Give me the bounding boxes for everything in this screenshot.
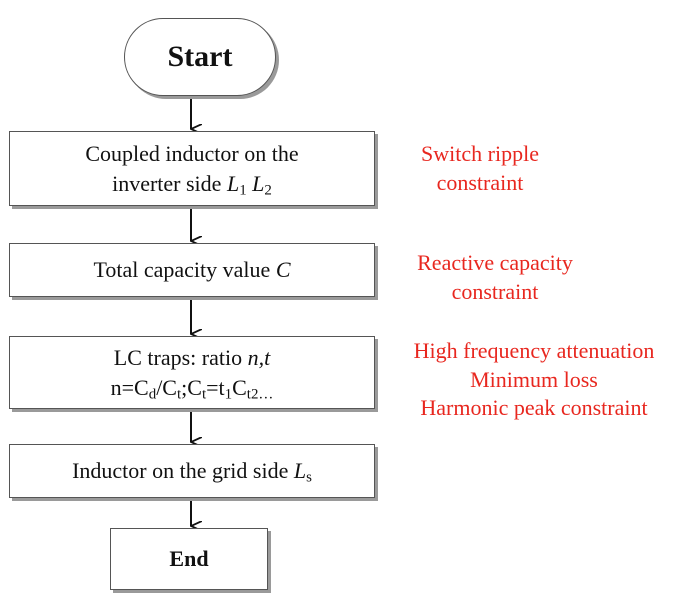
constraint-switch-ripple: Switch ripple constraint xyxy=(421,141,539,195)
end-label: End xyxy=(169,546,209,572)
step1-line1: Coupled inductor on the xyxy=(85,140,299,166)
step-coupled-inductor: Coupled inductor on the inverter side L1… xyxy=(9,131,375,206)
start-label: Start xyxy=(167,39,233,73)
step4-text: Inductor on the grid side Ls xyxy=(72,458,312,486)
step3-formula: n=Cd/Ct;Ct=t1Ct2… xyxy=(110,374,274,403)
step1-line2: inverter side L1 L2 xyxy=(112,170,272,199)
end-terminal: End xyxy=(110,528,268,590)
step-lc-traps: LC traps: ratio n,t n=Cd/Ct;Ct=t1Ct2… xyxy=(9,336,375,409)
step-total-capacity: Total capacity value C xyxy=(9,243,375,297)
step-grid-inductor: Inductor on the grid side Ls xyxy=(9,444,375,498)
constraint-trap-design: High frequency attenuation Minimum loss … xyxy=(413,338,655,421)
step3-line1: LC traps: ratio n,t xyxy=(113,344,271,370)
start-terminal: Start xyxy=(124,18,276,96)
constraint-reactive-capacity: Reactive capacity constraint xyxy=(417,250,573,304)
step2-text: Total capacity value C xyxy=(93,257,291,283)
